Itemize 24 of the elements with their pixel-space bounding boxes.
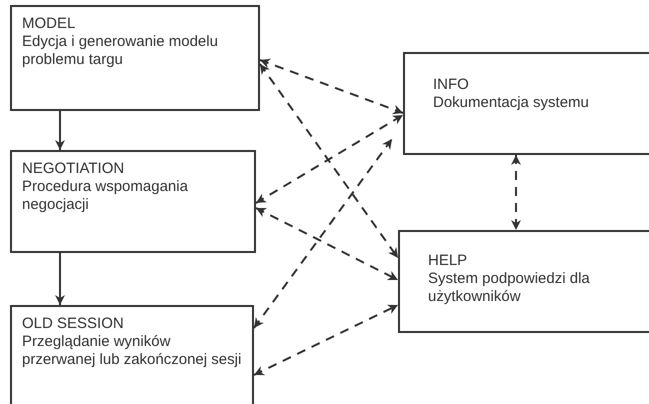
box-description: Procedura wspomagania negocjacji (22, 178, 189, 214)
box-title: NEGOTIATION (22, 160, 126, 178)
arrow (511, 155, 521, 230)
arrow (255, 114, 404, 204)
box-title: OLD SESSION (22, 315, 125, 333)
arrow (55, 253, 65, 305)
box-description: Dokumentacja systemu (433, 94, 590, 112)
box-title: MODEL (22, 15, 76, 33)
box-description: System podpowiedzi dla użytkowników (428, 270, 591, 306)
process-box (398, 230, 649, 333)
arrow (259, 63, 399, 259)
arrow (256, 207, 398, 281)
arrow (260, 58, 404, 114)
box-title: INFO (433, 76, 470, 94)
process-box (10, 5, 260, 111)
box-description: Edycja i generowanie modelu problemu targu (22, 33, 219, 69)
process-box (10, 305, 254, 404)
arrow (253, 138, 393, 329)
process-box (403, 52, 649, 155)
arrow (254, 304, 398, 376)
arrow (55, 111, 65, 150)
box-title: HELP (428, 252, 468, 270)
box-description: Przeglądanie wyników przerwanej lub zakończonej sesji (22, 333, 242, 369)
process-box (10, 150, 256, 253)
